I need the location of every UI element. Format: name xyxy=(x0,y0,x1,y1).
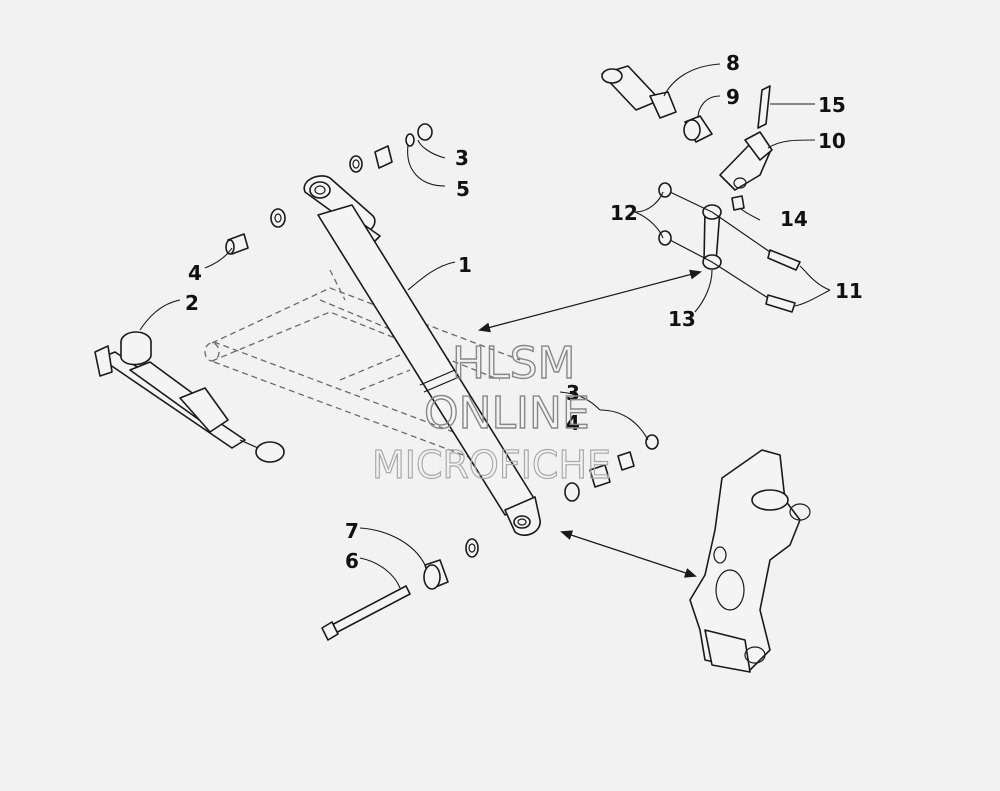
watermark-line1: HLSM xyxy=(452,338,576,389)
watermark-line3: MICROFICHE xyxy=(372,443,611,487)
callout-13: 13 xyxy=(668,307,696,331)
watermark-line2: ONLINE xyxy=(424,388,590,439)
leader-lines xyxy=(139,63,831,589)
sway-linkage xyxy=(601,65,801,313)
callout-9: 9 xyxy=(726,85,740,109)
callout-4-upper: 4 xyxy=(188,261,202,285)
lower-hardware xyxy=(321,434,659,641)
callout-15: 15 xyxy=(818,93,846,117)
watermark: HLSM ONLINE MICROFICHE xyxy=(371,337,611,487)
callout-14: 14 xyxy=(780,207,808,231)
callout-6: 6 xyxy=(345,549,359,573)
callout-4-lower: 4 xyxy=(566,411,580,435)
callout-10: 10 xyxy=(818,129,846,153)
steering-damper xyxy=(94,331,285,463)
callout-12: 12 xyxy=(610,201,638,225)
callout-11: 11 xyxy=(835,279,863,303)
steering-knuckle xyxy=(689,449,811,673)
callout-2: 2 xyxy=(185,291,199,315)
callout-3-lower: 3 xyxy=(566,381,580,405)
callout-7: 7 xyxy=(345,519,359,543)
link-arrow-lower xyxy=(560,530,697,578)
link-arrow-upper xyxy=(478,269,702,333)
callout-1: 1 xyxy=(458,253,472,277)
callout-5: 5 xyxy=(456,177,470,201)
shock-absorber xyxy=(303,175,541,536)
callout-3-upper: 3 xyxy=(455,146,469,170)
callout-8: 8 xyxy=(726,51,740,75)
upper-hardware xyxy=(225,123,433,255)
